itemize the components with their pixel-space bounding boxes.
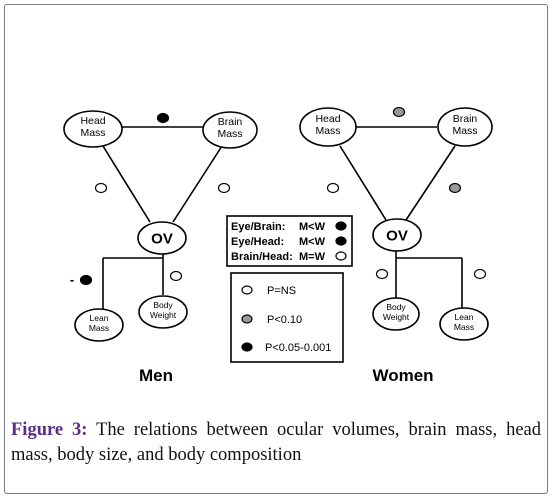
women-line-brain-ov	[405, 145, 456, 221]
women-ov-label: OV	[386, 228, 408, 245]
ratio-label: Eye/Brain:	[231, 221, 285, 233]
women-dot-ov-body	[375, 268, 389, 280]
node-label-line: Body	[153, 300, 173, 310]
node-label-line: Lean	[90, 313, 109, 323]
women-title: Women	[372, 366, 433, 385]
node-label-line: Mass	[452, 125, 477, 137]
men-line-brain-ov	[172, 145, 223, 223]
men-dot-head-ov	[94, 182, 108, 194]
ratio-box: Eye/Brain: M<W Eye/Head: M<W Brain/Head:…	[226, 215, 353, 267]
node-label-line: Mass	[217, 128, 242, 140]
ratio-dot	[335, 251, 347, 261]
ratio-label: Eye/Head:	[231, 236, 284, 248]
women-dot-head-brain	[392, 106, 406, 118]
men-dot-ov-body	[169, 270, 183, 282]
ratio-dot	[335, 236, 347, 246]
legend-item-ns: P=NS	[241, 285, 296, 297]
legend-box: P=NS P<0.10 P<0.05-0.001	[230, 272, 344, 363]
node-label-line: Brain	[218, 116, 243, 128]
node-label-line: Weight	[150, 310, 177, 320]
node-label-line: Mass	[89, 323, 109, 333]
legend-dot	[241, 342, 253, 352]
ratio-row-eye-head: Eye/Head: M<W	[231, 236, 347, 248]
legend-label: P<0.05-0.001	[265, 342, 331, 354]
ratio-dot	[335, 221, 347, 231]
men-title: Men	[139, 366, 173, 385]
ratio-row-brain-head: Brain/Head: M=W	[231, 251, 347, 263]
men-dot-head-brain	[156, 112, 170, 124]
figure-caption: Figure 3: The relations between ocular v…	[11, 418, 541, 468]
ratio-relation: M<W	[299, 221, 326, 233]
legend-item-trend: P<0.10	[241, 314, 302, 326]
node-label-line: Body	[386, 302, 406, 312]
men-node-ov: OV	[137, 221, 187, 255]
ratio-label: Brain/Head:	[231, 251, 293, 263]
legend-dot	[241, 314, 253, 324]
women-dot-ov-lean	[473, 268, 487, 280]
men-dot-ov-lean	[79, 274, 93, 286]
men-negative-sign: -	[70, 272, 74, 287]
women-line-head-ov	[339, 145, 387, 221]
node-label-line: Mass	[315, 125, 340, 137]
legend-dot	[241, 285, 253, 295]
women-node-ov: OV	[372, 218, 422, 252]
node-label-line: Lean	[455, 312, 474, 322]
ratio-relation: M=W	[299, 251, 326, 263]
legend-label: P<0.10	[267, 314, 302, 326]
ratio-row-eye-brain: Eye/Brain: M<W	[231, 221, 347, 233]
men-line-head-ov	[102, 145, 151, 223]
men-ov-label: OV	[151, 231, 173, 248]
node-label-line: Head	[315, 113, 340, 125]
node-label-line: Head	[80, 115, 105, 127]
caption-text: The relations between ocular volumes, br…	[11, 420, 541, 465]
women-dot-head-ov	[326, 182, 340, 194]
node-label-line: Brain	[453, 113, 478, 125]
women-dot-brain-ov	[448, 182, 462, 194]
legend-label: P=NS	[267, 285, 296, 297]
node-label-line: Weight	[383, 312, 410, 322]
legend-item-significant: P<0.05-0.001	[241, 342, 331, 354]
ratio-relation: M<W	[299, 236, 326, 248]
caption-label: Figure 3:	[11, 420, 88, 440]
node-label-line: Mass	[454, 322, 474, 332]
node-label-line: Mass	[80, 127, 105, 139]
men-dot-brain-ov	[217, 182, 231, 194]
